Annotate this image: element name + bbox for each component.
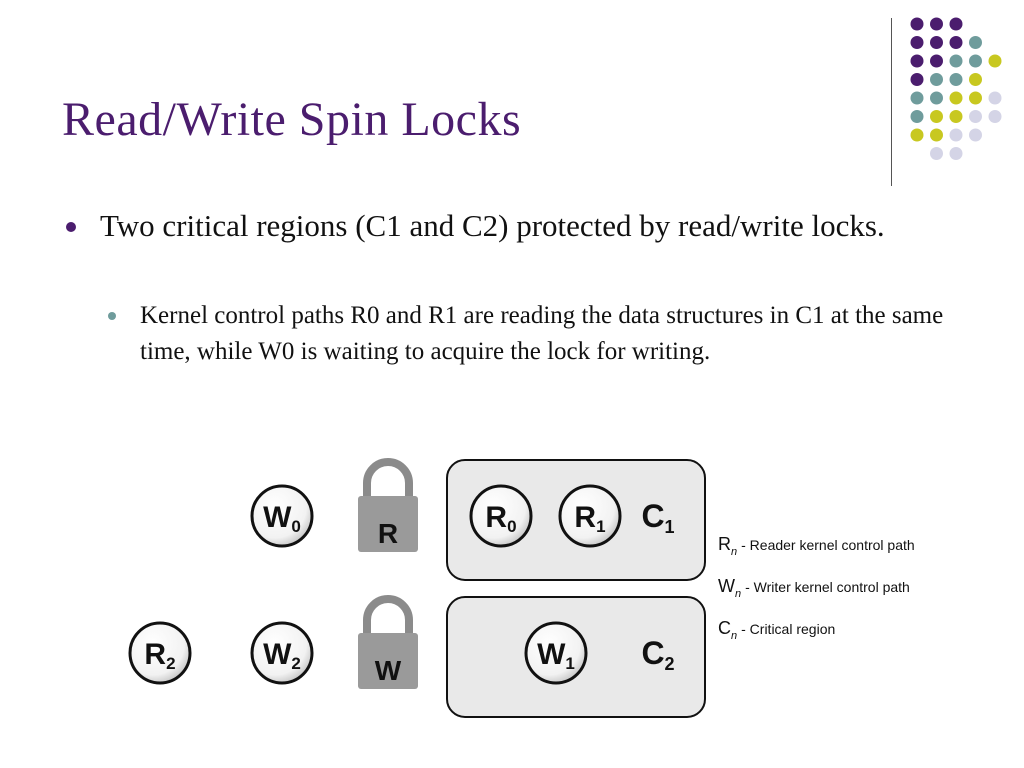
decorative-dot bbox=[969, 36, 982, 49]
svg-text:W0: W0 bbox=[263, 501, 301, 536]
sub-bullet-marker bbox=[108, 312, 116, 320]
decorative-dot-grid bbox=[910, 17, 1002, 160]
decorative-dot bbox=[949, 147, 963, 160]
legend: Rn- Reader kernel control path Wn- Write… bbox=[718, 534, 915, 642]
reader-path-r1: R1 bbox=[558, 484, 622, 548]
decorative-dot bbox=[949, 54, 963, 68]
padlock-read-letter: R bbox=[378, 518, 398, 549]
decorative-divider bbox=[891, 18, 892, 186]
decorative-dot bbox=[930, 147, 943, 160]
decorative-dot bbox=[969, 73, 982, 86]
svg-text:R1: R1 bbox=[574, 501, 605, 536]
decorative-dot bbox=[930, 91, 943, 105]
waiting-path-w2: W2 bbox=[250, 621, 314, 685]
decorative-dot bbox=[910, 110, 924, 123]
sub-bullet-text: Kernel control paths R0 and R1 are readi… bbox=[140, 302, 944, 365]
decorative-dot bbox=[969, 128, 982, 142]
decorative-dot bbox=[988, 91, 1002, 105]
decorative-dot bbox=[949, 36, 963, 49]
writer-path-w1: W1 bbox=[524, 621, 588, 685]
decorative-dot bbox=[910, 17, 924, 31]
legend-item-reader: Rn- Reader kernel control path bbox=[718, 534, 915, 558]
region-label-c2: C2 bbox=[641, 635, 674, 674]
decorative-dot bbox=[910, 73, 924, 86]
decorative-dot bbox=[949, 110, 963, 123]
legend-item-writer: Wn- Writer kernel control path bbox=[718, 576, 910, 600]
legend-item-critical: Cn- Critical region bbox=[718, 618, 835, 642]
decorative-dot bbox=[949, 128, 963, 142]
decorative-dot bbox=[969, 54, 982, 68]
decorative-dot bbox=[949, 91, 963, 105]
padlock-write-letter: W bbox=[375, 655, 402, 686]
svg-text:R0: R0 bbox=[485, 501, 516, 536]
decorative-dot bbox=[988, 54, 1002, 68]
padlock-read-icon: R bbox=[358, 458, 418, 552]
svg-text:W1: W1 bbox=[537, 638, 575, 673]
waiting-path-w0: W0 bbox=[250, 484, 314, 548]
bullet-marker bbox=[66, 222, 76, 232]
decorative-dot bbox=[910, 36, 924, 49]
bullet-text: Two critical regions (C1 and C2) protect… bbox=[100, 208, 885, 243]
decorative-dot bbox=[969, 91, 982, 105]
decorative-dot bbox=[930, 17, 943, 31]
decorative-dot bbox=[930, 36, 943, 49]
decorative-dot bbox=[930, 128, 943, 142]
decorative-dot bbox=[949, 17, 963, 31]
reader-path-r0: R0 bbox=[469, 484, 533, 548]
decorative-dot bbox=[910, 54, 924, 68]
svg-text:R2: R2 bbox=[144, 638, 175, 673]
decorative-dot bbox=[949, 73, 963, 86]
waiting-path-r2: R2 bbox=[128, 621, 192, 685]
svg-text:W2: W2 bbox=[263, 638, 301, 673]
decorative-dot bbox=[910, 128, 924, 142]
decorative-dot bbox=[930, 73, 943, 86]
decorative-dot bbox=[930, 54, 943, 68]
padlock-write-icon: W bbox=[358, 595, 418, 689]
decorative-dot bbox=[969, 110, 982, 123]
decorative-dot bbox=[988, 110, 1002, 123]
decorative-dot bbox=[910, 91, 924, 105]
slide-title: Read/Write Spin Locks bbox=[62, 93, 522, 146]
decorative-dot bbox=[930, 110, 943, 123]
region-label-c1: C1 bbox=[641, 498, 674, 537]
